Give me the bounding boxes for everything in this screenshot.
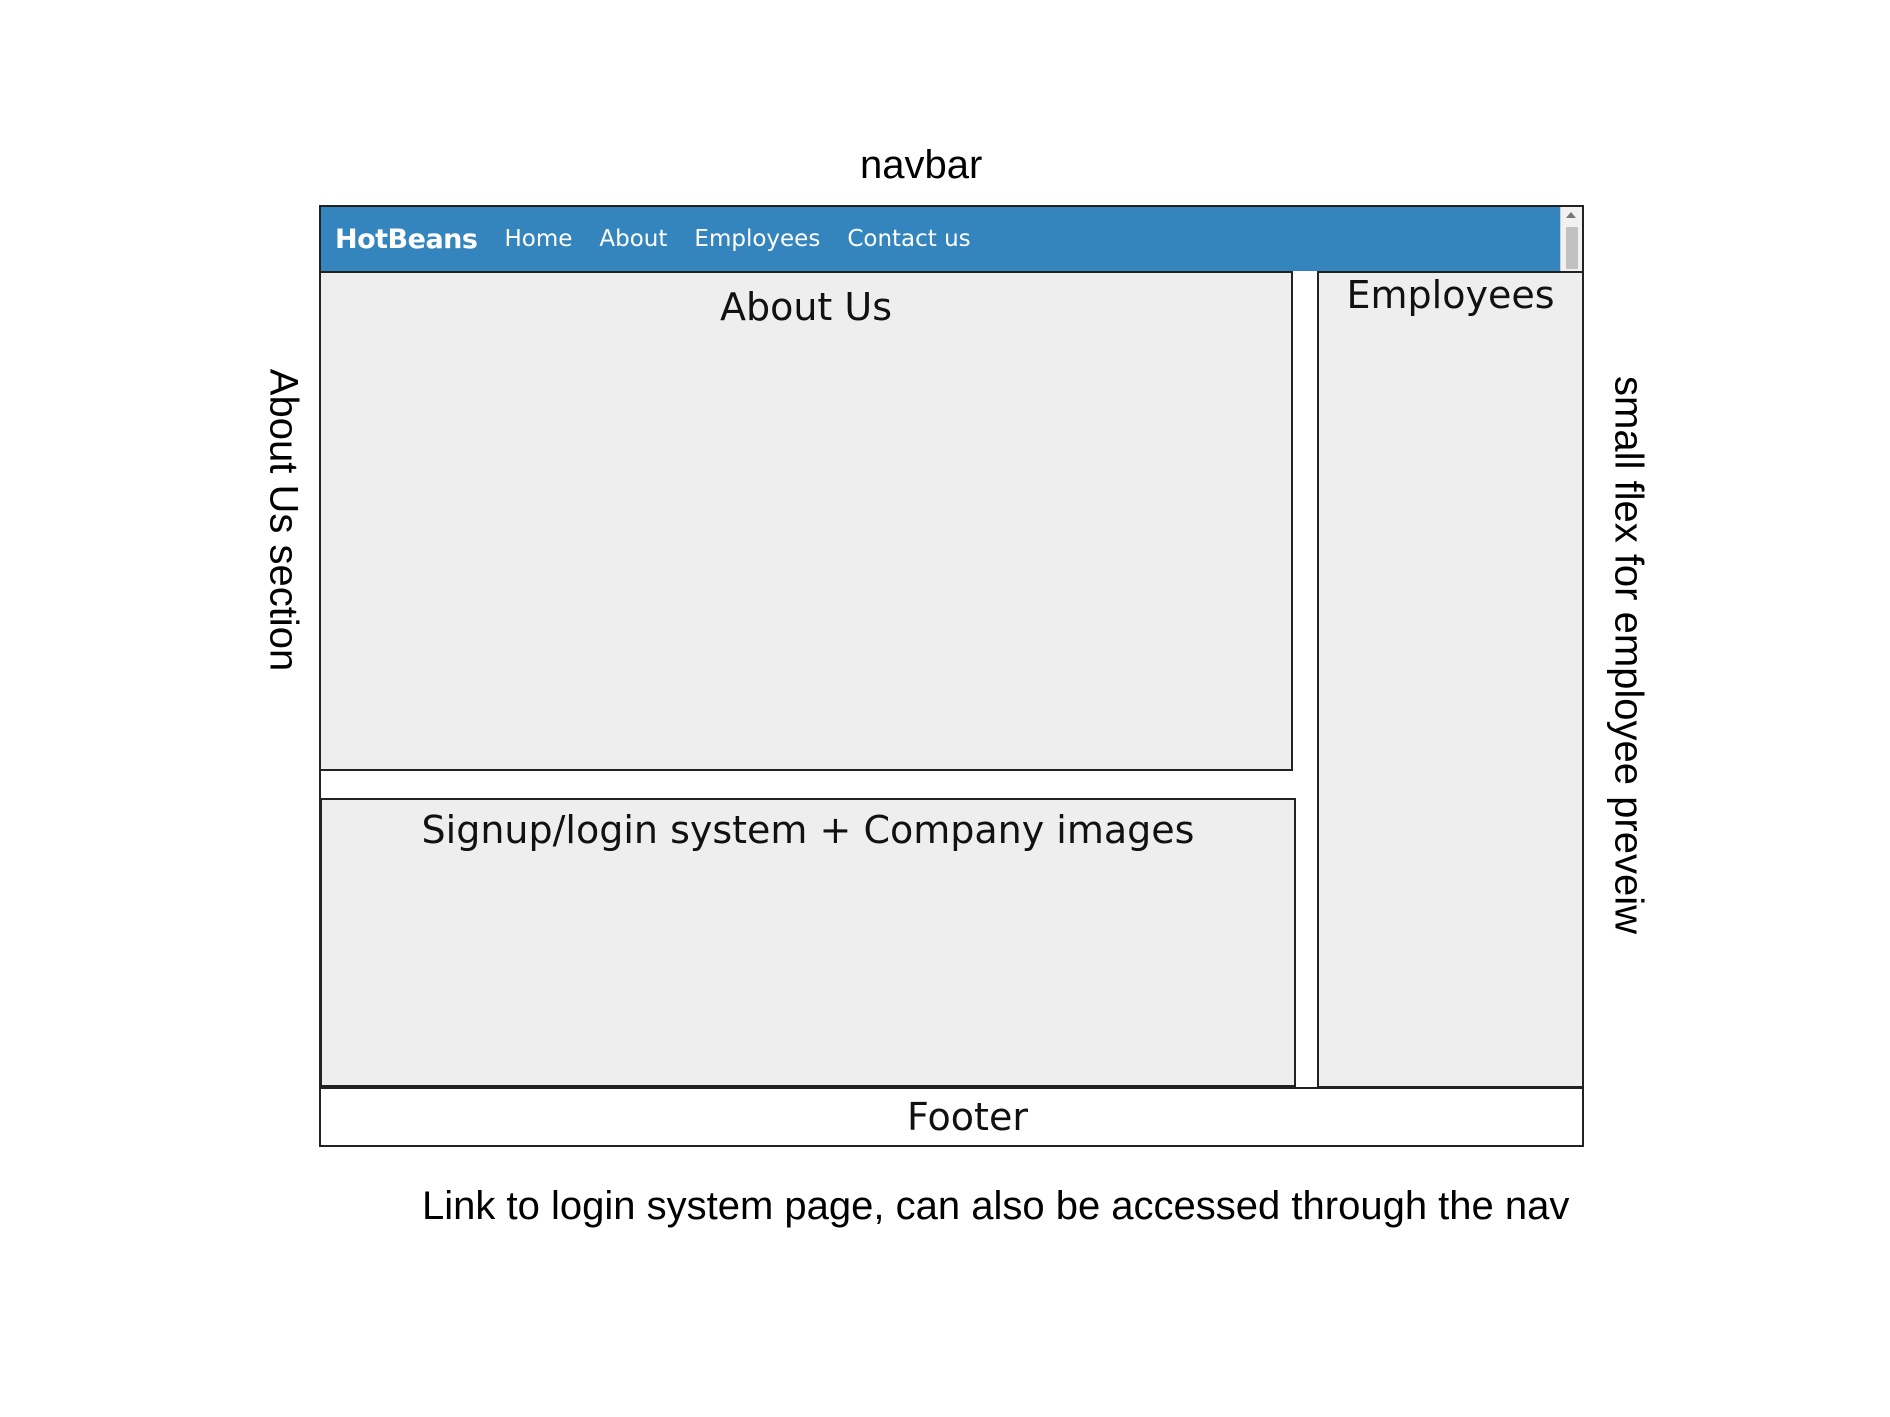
about-us-panel: About Us <box>319 271 1293 771</box>
page-wireframe: HotBeans Home About Employees Contact us… <box>319 205 1584 1147</box>
scrollbar[interactable] <box>1560 207 1582 271</box>
employees-panel: Employees <box>1317 271 1584 1088</box>
nav-link-home[interactable]: Home <box>504 226 573 252</box>
about-section-annotation: About Us section <box>261 368 306 672</box>
employee-preview-annotation: small flex for employee preveiw <box>1606 376 1651 934</box>
scroll-thumb[interactable] <box>1566 227 1578 269</box>
about-us-title: About Us <box>719 285 893 329</box>
brand-logo[interactable]: HotBeans <box>335 223 478 255</box>
navbar-annotation: navbar <box>860 143 983 187</box>
footer-label: Footer <box>907 1095 1028 1139</box>
nav-link-employees[interactable]: Employees <box>694 226 821 252</box>
signup-title: Signup/login system + Company images <box>421 808 1195 852</box>
nav-link-about[interactable]: About <box>599 226 668 252</box>
nav-link-contact[interactable]: Contact us <box>847 226 971 252</box>
footer: Footer <box>321 1087 1582 1145</box>
footer-annotation: Link to login system page, can also be a… <box>422 1184 1570 1228</box>
signup-panel: Signup/login system + Company images <box>320 798 1296 1087</box>
employees-title: Employees <box>1346 273 1555 317</box>
navbar: HotBeans Home About Employees Contact us <box>321 207 1582 271</box>
scroll-up-icon[interactable] <box>1566 212 1576 218</box>
